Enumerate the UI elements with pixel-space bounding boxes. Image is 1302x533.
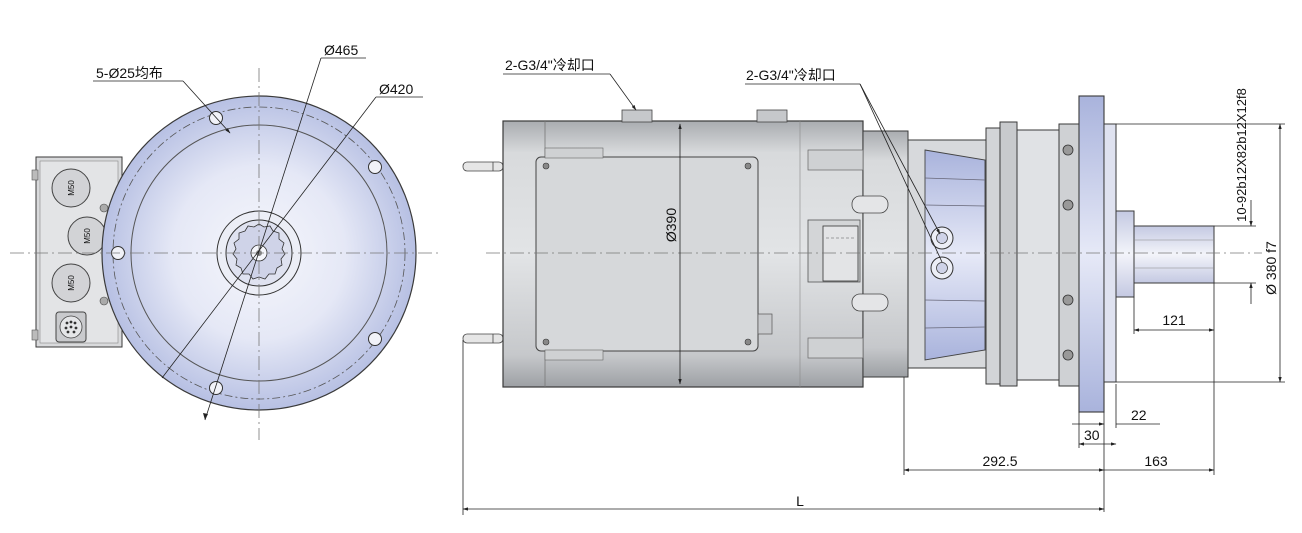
connector-label: M50 xyxy=(83,228,92,244)
ring-2 xyxy=(999,121,1018,387)
rear-studs xyxy=(462,161,504,344)
dim-30: 30 xyxy=(1084,427,1100,443)
ring-bolts xyxy=(1062,144,1074,361)
cooling-port-boss-1 xyxy=(621,109,653,123)
dia-380-label: Ø 380 f7 xyxy=(1263,241,1279,295)
cooling-port-boss-2 xyxy=(756,109,788,123)
dim-L: L xyxy=(796,493,804,509)
output-shaft xyxy=(1133,225,1215,284)
terminal-box: M50 M50 M50 xyxy=(31,156,123,348)
end-bracket xyxy=(862,130,909,378)
cooling-port-1-label: 2-G3/4"冷却口 xyxy=(505,57,595,73)
bolt-holes-label: 5-Ø25均布 xyxy=(96,65,163,81)
cooling-port-2-label: 2-G3/4"冷却口 xyxy=(746,67,836,83)
dia-420-label: Ø420 xyxy=(379,81,413,97)
reducer-housing xyxy=(907,139,989,369)
connector-label: M50 xyxy=(67,180,76,196)
cover-plate xyxy=(535,147,773,361)
connector-m50-1: M50 xyxy=(51,168,91,208)
connector-m50-3: M50 xyxy=(51,263,91,303)
ring-3 xyxy=(1016,129,1060,381)
output-flange xyxy=(1078,95,1105,413)
dim-163: 163 xyxy=(1144,453,1168,469)
front-view: M50 M50 M50 xyxy=(10,42,440,440)
ring-4 xyxy=(1058,123,1080,387)
dia-465-label: Ø465 xyxy=(324,42,358,58)
spline-label: 10-92b12X82b12X12f8 xyxy=(1234,88,1249,222)
connector-label: M50 xyxy=(67,275,76,291)
ring-1 xyxy=(985,127,1001,385)
connector-m50-2: M50 xyxy=(67,216,107,256)
side-view: Ø390 2-G3/4"冷却口 2-G3/4"冷却口 10-92b12X82b1… xyxy=(462,57,1285,515)
dim-121: 121 xyxy=(1162,312,1186,328)
dim-22: 22 xyxy=(1131,407,1147,423)
dia-390-label: Ø390 xyxy=(663,208,679,242)
dim-292-5: 292.5 xyxy=(982,453,1017,469)
signal-connector xyxy=(55,311,87,343)
shaft-collar xyxy=(1115,210,1135,298)
